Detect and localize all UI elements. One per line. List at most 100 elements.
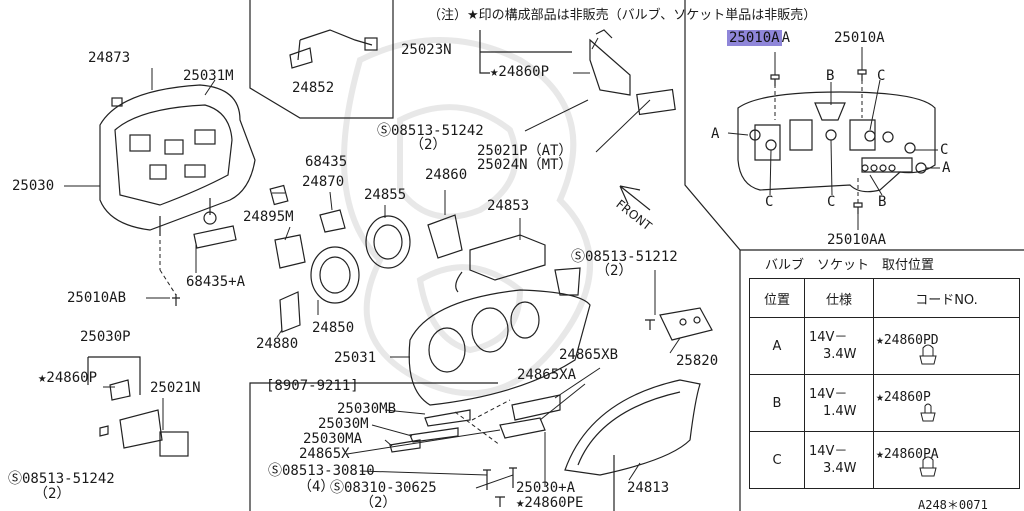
inset-letter-c-top: C xyxy=(877,68,886,84)
inset-label-25010a-suffix: A xyxy=(781,30,791,46)
row-spec: 14V－ 3.4W xyxy=(804,431,874,489)
spec-wattage: 1.4W xyxy=(823,404,857,419)
part-label-24865xb: 24865XB xyxy=(559,347,619,363)
separator-line xyxy=(684,0,741,511)
part-label-25030a: 25030+A xyxy=(516,480,576,496)
inset-letter-b-top: B xyxy=(826,68,835,84)
part-label-24865xa: 24865XA xyxy=(517,367,577,383)
part-label-24853: 24853 xyxy=(487,198,530,214)
row-spec: 14V－3.4W xyxy=(804,317,874,375)
part-label-25030ma: 25030MA xyxy=(303,431,363,447)
part-label-screw-left: Ⓢ08513-51242 xyxy=(8,471,115,487)
printed-circuit-inset xyxy=(737,91,936,193)
screw-25010aa-icon xyxy=(853,202,863,214)
gauge-24850 xyxy=(310,246,360,304)
part-label-25031m: 25031M xyxy=(183,68,234,84)
inset-letter-c-bottom-mid: C xyxy=(827,194,836,210)
inset-frame-24852 xyxy=(249,0,394,119)
part-label-68435: 68435 xyxy=(305,154,348,170)
row-position: A xyxy=(749,317,805,375)
gauge-24860 xyxy=(427,214,463,259)
front-arrow-icon xyxy=(619,185,651,211)
table-row: A 14V－3.4W ★24860PD xyxy=(749,317,1020,375)
part-label-25031: 25031 xyxy=(334,350,377,366)
header-spec: 仕様 xyxy=(804,278,874,318)
screw-25010a-icon xyxy=(770,74,780,86)
bulb-socket-table: 位置 仕様 コードNO. A 14V－3.4W ★24860PD B 14V－1… xyxy=(749,278,1020,489)
part-label-24865x: 24865X xyxy=(299,446,350,462)
row-code: ★24860PA xyxy=(873,431,1020,489)
gauge-24855 xyxy=(365,215,411,269)
part-label-screw-30625: Ⓢ08310-30625 xyxy=(330,480,437,496)
legend-title: バルブ ソケット 取付位置 xyxy=(765,258,935,273)
part-label-25030m: 25030M xyxy=(318,416,369,432)
part-label-screw-30810-qty: （4） xyxy=(298,479,335,495)
cluster-bezel-25031 xyxy=(408,289,591,406)
part-label-24813: 24813 xyxy=(627,480,670,496)
screw-25010a-right-icon xyxy=(857,69,867,81)
spec-voltage: 14V－ xyxy=(809,444,848,459)
part-label-25030p: 25030P xyxy=(80,329,131,345)
header-note: （注）★印の構成部品は非販売（バルブ、ソケット単品は非販売） xyxy=(428,8,817,23)
part-label-screw-30810: Ⓢ08513-30810 xyxy=(268,463,375,479)
inset-letter-c-right: C xyxy=(940,142,949,158)
part-label-24873: 24873 xyxy=(88,50,131,66)
part-label-25820: 25820 xyxy=(676,353,719,369)
table-row: B 14V－ 1.4W ★24860P xyxy=(749,374,1020,432)
part-label-25023n: 25023N xyxy=(401,42,452,58)
inset-letter-a-right: A xyxy=(942,160,951,176)
spec-voltage: 14V－ xyxy=(809,387,848,402)
spec-voltage: 14V－ xyxy=(809,330,848,345)
part-label-24850: 24850 xyxy=(312,320,355,336)
part-label-68435a: 68435+A xyxy=(186,274,246,290)
lens-24813 xyxy=(564,379,701,476)
part-label-25021n: 25021N xyxy=(150,380,201,396)
part-label-25030mb: 25030MB xyxy=(337,401,397,417)
inset-letter-c-bottom-left: C xyxy=(765,194,774,210)
part-label-25010ab: 25010AB xyxy=(67,290,127,306)
date-range-label: [8907-9211] xyxy=(266,378,359,394)
row-position: B xyxy=(749,374,805,432)
spec-wattage: 3.4W xyxy=(823,461,857,476)
row-code: ★24860P xyxy=(873,374,1020,432)
figure-code: A248＊0071 xyxy=(918,498,988,511)
inset-label-25010a: 25010A xyxy=(834,30,885,46)
code-number: ★24860PA xyxy=(876,446,939,462)
table-row: C 14V－ 3.4W ★24860PA xyxy=(749,431,1020,489)
part-label-24870: 24870 xyxy=(302,174,345,190)
part-label-24860: 24860 xyxy=(425,167,468,183)
code-number: ★24860PD xyxy=(876,332,939,348)
cluster-housing-25031m xyxy=(99,84,256,236)
inset-label-25010aa: 25010AA xyxy=(827,232,887,248)
part-label-screw-30625-qty: （2） xyxy=(360,495,397,511)
part-label-24880: 24880 xyxy=(256,336,299,352)
table-header-row: 位置 仕様 コードNO. xyxy=(749,278,1020,318)
header-position: 位置 xyxy=(749,278,805,318)
part-label-screw-top: Ⓢ08513-51242 xyxy=(377,123,484,139)
part-label-screw-top-qty: （2） xyxy=(410,137,447,153)
part-label-24860pe: ★24860PE xyxy=(516,495,584,511)
inset-letter-a-left: A xyxy=(711,126,720,142)
highlight-marker: 25010A xyxy=(727,30,782,46)
part-label-24860p-top: ★24860P xyxy=(490,64,550,80)
header-code: コードNO. xyxy=(873,278,1020,318)
watermark-emblem xyxy=(341,37,593,397)
row-spec: 14V－ 1.4W xyxy=(804,374,874,432)
part-label-24860p-left: ★24860P xyxy=(38,370,98,386)
part-label-25021p: 25021P（AT） xyxy=(477,143,573,159)
part-label-screw-left-qty: （2） xyxy=(34,486,71,502)
part-label-25030: 25030 xyxy=(12,178,55,194)
part-label-screw-mid: Ⓢ08513-51212 xyxy=(571,249,678,265)
part-label-25024n: 25024N（MT） xyxy=(477,157,573,173)
part-label-24852: 24852 xyxy=(292,80,335,96)
row-code: ★24860PD xyxy=(873,317,1020,375)
inset-letter-b-bottom-right: B xyxy=(878,194,887,210)
part-label-24855: 24855 xyxy=(364,187,407,203)
part-label-screw-mid-qty: （2） xyxy=(596,263,633,279)
row-position: C xyxy=(749,431,805,489)
part-label-24895m: 24895M xyxy=(243,209,294,225)
code-number: ★24860P xyxy=(876,389,931,405)
